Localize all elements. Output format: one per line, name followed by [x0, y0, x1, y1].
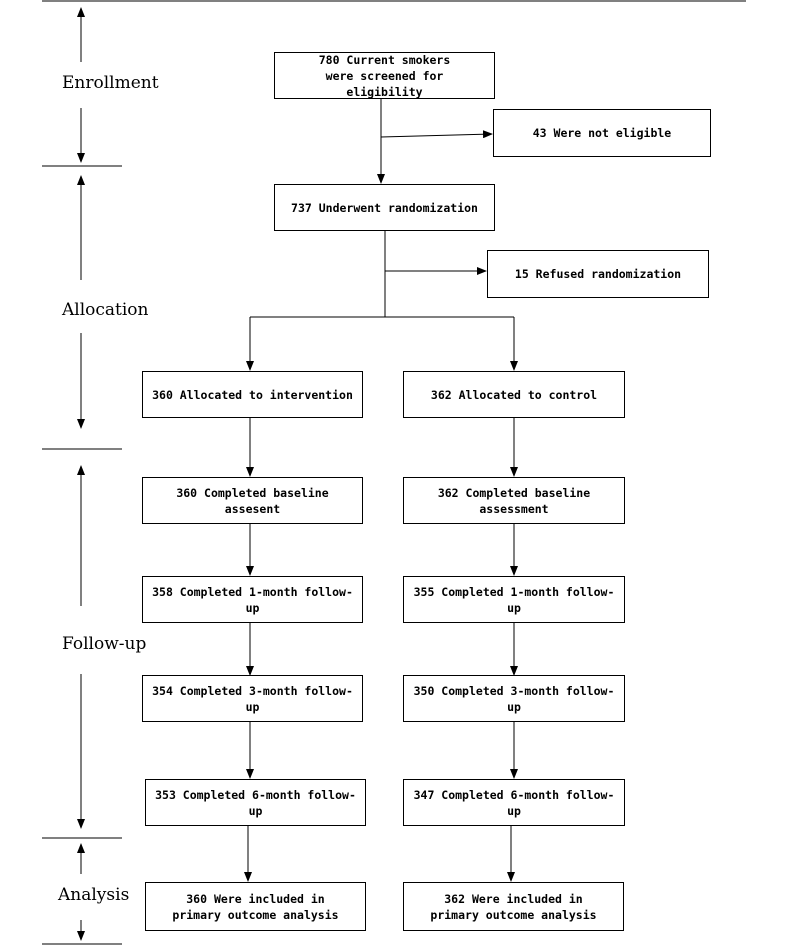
month3-control-box: 350 Completed 3-month follow-up [403, 675, 625, 722]
month3-intervention-box: 354 Completed 3-month follow-up [142, 675, 363, 722]
allocated-control-box: 362 Allocated to control [403, 371, 625, 418]
screened-box: 780 Current smokers were screened for el… [274, 52, 495, 99]
stage-label-enrollment: Enrollment [62, 73, 159, 93]
month1-control-box: 355 Completed 1-month follow-up [403, 576, 625, 623]
analysis-intervention-box: 360 Were included in primary outcome ana… [145, 882, 366, 931]
month6-intervention-box: 353 Completed 6-month follow-up [145, 779, 366, 826]
refused-box: 15 Refused randomization [487, 250, 709, 298]
stage-label-analysis: Analysis [58, 885, 130, 905]
screened-to-not-eligible [380, 130, 493, 139]
stage-label-allocation: Allocation [62, 300, 149, 320]
baseline-control-box: 362 Completed baseline assessment [403, 477, 625, 524]
month1-intervention-box: 358 Completed 1-month follow-up [142, 576, 363, 623]
stage-label-followup: Follow-up [62, 634, 147, 654]
analysis-control-box: 362 Were included in primary outcome ana… [403, 882, 624, 931]
allocated-intervention-box: 360 Allocated to intervention [142, 371, 363, 418]
month6-control-box: 347 Completed 6-month follow-up [403, 779, 625, 826]
not-eligible-box: 43 Were not eligible [493, 109, 711, 157]
baseline-intervention-box: 360 Completed baseline assesent [142, 477, 363, 524]
randomized-box: 737 Underwent randomization [274, 184, 495, 231]
